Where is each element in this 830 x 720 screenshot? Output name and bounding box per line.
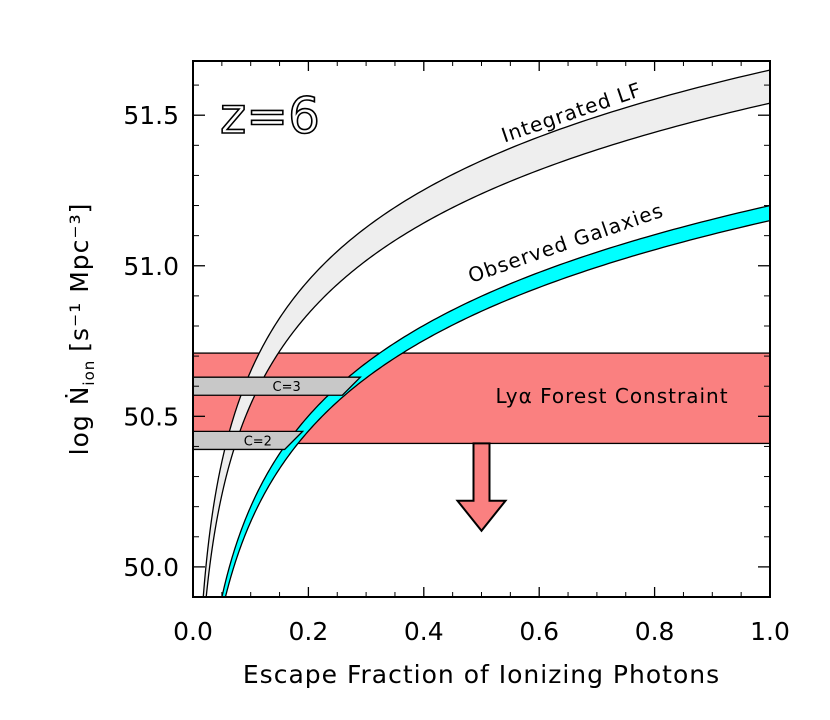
redshift-label: z=6 xyxy=(220,87,320,145)
x-axis-title: Escape Fraction of Ionizing Photons xyxy=(243,660,720,689)
clumping-marker-label: C=2 xyxy=(244,434,272,449)
lya-constraint-band xyxy=(193,352,770,445)
x-tick-label: 0.6 xyxy=(519,617,559,646)
y-tick-label: 51.0 xyxy=(123,252,179,281)
clumping-marker: C=3 xyxy=(193,376,362,396)
observed-galaxies-band xyxy=(221,204,770,597)
x-tick-label: 1.0 xyxy=(750,617,790,646)
lya-constraint-label: Lyα Forest Constraint xyxy=(495,384,728,408)
x-tick-label: 0.4 xyxy=(404,617,444,646)
x-tick-label: 0.8 xyxy=(635,617,675,646)
y-tick-label: 51.5 xyxy=(123,101,179,130)
y-tick-label: 50.5 xyxy=(123,402,179,431)
clumping-marker: C=2 xyxy=(193,430,305,451)
down-arrow-icon xyxy=(455,442,508,533)
y-tick-label: 50.0 xyxy=(123,553,179,582)
plot-area: C=3C=2 xyxy=(193,69,770,597)
integrated-lf-band xyxy=(202,69,770,597)
y-axis-title-group: log Ṅion [s⁻¹ Mpc⁻³] xyxy=(65,203,98,456)
y-axis-title: log Ṅion [s⁻¹ Mpc⁻³] xyxy=(65,203,98,456)
y-axis-title-main: log Ṅ xyxy=(65,386,94,456)
y-axis-title-units: [s⁻¹ Mpc⁻³] xyxy=(65,203,94,352)
clumping-marker-label: C=3 xyxy=(273,380,301,395)
clumping-marker-shape xyxy=(193,430,305,451)
y-axis-title-subscript: ion xyxy=(80,360,98,386)
x-tick-label: 0.2 xyxy=(289,617,329,646)
clumping-marker-shape xyxy=(193,376,362,396)
x-tick-label: 0.0 xyxy=(173,617,213,646)
